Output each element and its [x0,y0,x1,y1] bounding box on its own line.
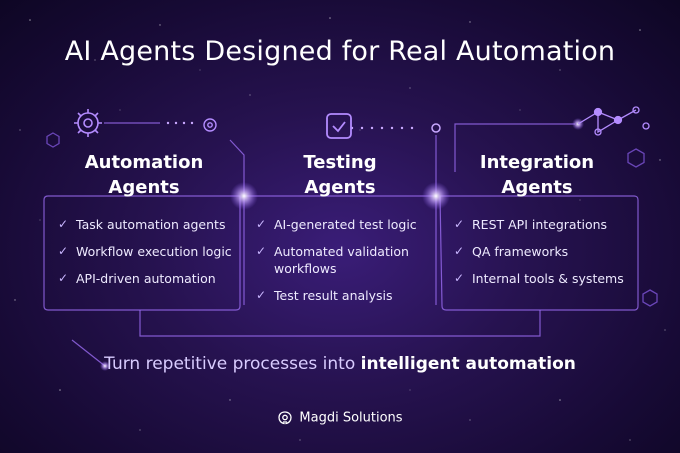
list-item: ✓QA frameworks [454,244,569,259]
list-item: ✓Internal tools & systems [454,271,624,286]
check-icon: ✓ [256,288,267,302]
check-icon: ✓ [58,244,69,258]
list-item: ✓Test result analysis [256,288,393,303]
hexagon-icon [642,289,658,307]
column-title: Automation [84,152,204,173]
list-item: ✓API-driven automation [58,271,216,286]
column-title: Agents [304,177,376,198]
list-item: ✓Workflow execution logic [58,244,232,259]
page-title: AI Agents Designed for Real Automation [64,36,616,67]
testing-feature-list: ✓AI-generated test logic ✓Automated vali… [256,216,417,314]
list-item-continuation: workflows [274,261,337,276]
brain-gear-icon [278,411,293,425]
list-item: ✓Task automation agents [58,217,226,232]
hexagon-icon [46,132,60,148]
column-integration-agents: Integration Agents [437,150,637,200]
hexagon-icon [627,148,645,168]
check-icon: ✓ [256,217,267,231]
list-item: ✓REST API integrations [454,217,608,232]
check-icon: ✓ [454,244,465,258]
check-icon: ✓ [454,217,465,231]
column-testing-agents: Testing Agents [240,150,440,200]
tagline: Turn repetitive processes into intellige… [0,354,680,374]
small-gear-icon [203,118,217,132]
network-nodes-icon [577,106,650,136]
check-icon: ✓ [58,217,69,231]
gear-icon [74,109,102,137]
check-icon: ✓ [454,271,465,285]
column-title: Integration [479,152,595,173]
list-item: ✓Automated validation [256,244,409,259]
column-title: Agents [108,177,180,198]
tagline-emphasis: intelligent automation [360,354,576,374]
tagline-text: Turn repetitive processes into [104,354,361,374]
automation-feature-list: ✓Task automation agents ✓Workflow execut… [58,216,232,297]
check-icon: ✓ [58,271,69,285]
brand-footer: Magdi Solutions [0,410,680,426]
check-icon: ✓ [256,244,267,258]
integration-feature-list: ✓REST API integrations ✓QA frameworks ✓I… [454,216,624,297]
list-item: ✓AI-generated test logic [256,217,417,232]
checkbox-icon [326,113,352,139]
column-title: Agents [501,177,573,198]
column-title: Testing [303,152,377,173]
brand-name: Magdi Solutions [299,410,403,426]
column-automation-agents: Automation Agents [44,150,244,200]
